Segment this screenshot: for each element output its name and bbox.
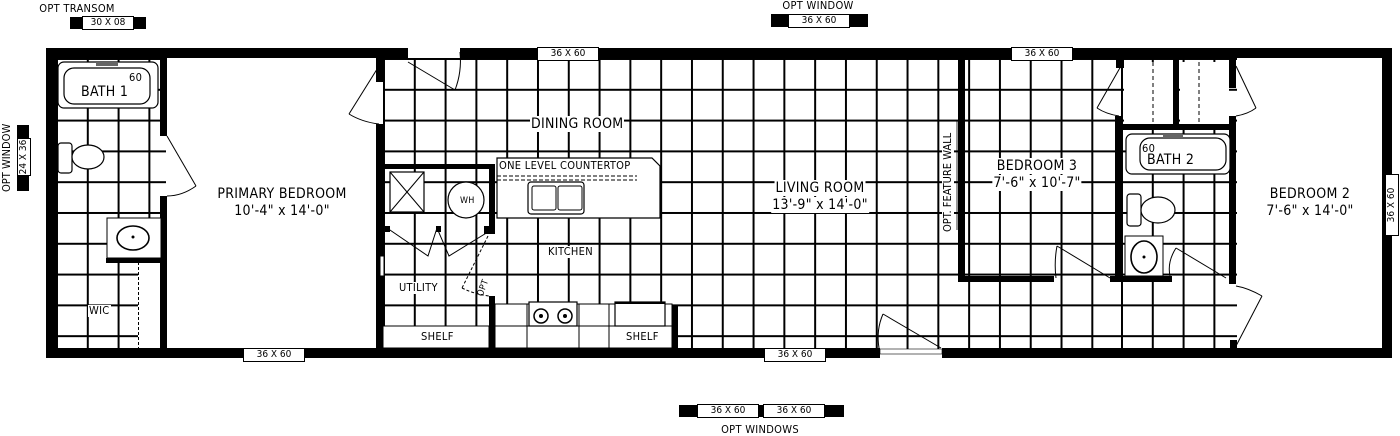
primary-bedroom-dims: 10'-4" x 14'-0" xyxy=(233,203,331,219)
shelf-utility-label: SHELF xyxy=(421,330,454,343)
opt-windows-bottom-title: OPT WINDOWS xyxy=(720,423,800,436)
exterior-wall-top-right xyxy=(460,48,1392,58)
utility-wall-right-low xyxy=(489,296,495,350)
hall-door-jamb-2 xyxy=(1230,340,1237,350)
utility-label: UTILITY xyxy=(398,281,439,294)
exterior-wall-top-left xyxy=(46,48,408,58)
closet-divider xyxy=(1173,58,1179,128)
window-bottom-primary: 36 X 60 xyxy=(243,348,305,362)
window-bottom-living: 36 X 60 xyxy=(764,348,826,362)
shelf-kitchen-label: SHELF xyxy=(626,330,659,343)
bath2-wall-bottom xyxy=(1110,276,1172,282)
opt-transom-title: OPT TRANSOM xyxy=(38,2,116,15)
wic-area xyxy=(138,262,161,350)
bedroom2-wall-left-top xyxy=(1229,58,1236,88)
bedroom3-wall-left xyxy=(958,58,965,280)
bath1-tub-size: 60 xyxy=(129,71,143,84)
bedroom2-label: BEDROOM 2 xyxy=(1268,186,1352,202)
water-heater-label: WH xyxy=(460,196,475,206)
bedroom2-dims: 7'-6" x 14'-0" xyxy=(1265,203,1355,219)
kitchen-shelf-wall xyxy=(672,306,678,350)
bedroom2-wall-left xyxy=(1229,116,1236,284)
window-top-dining: 36 X 60 xyxy=(537,47,599,61)
bath2-wall-left xyxy=(1115,116,1121,282)
primary-bedroom-label: PRIMARY BEDROOM xyxy=(216,186,348,202)
dining-room-label: DINING ROOM xyxy=(530,116,625,132)
exterior-wall-left xyxy=(46,48,56,358)
feature-wall-label: OPT. FEATURE WALL xyxy=(941,130,954,234)
bedroom3-wall-bottom xyxy=(958,276,1054,282)
bedroom3-dims: 7'-6" x 10'-7" xyxy=(992,175,1082,191)
bedroom3-label: BEDROOM 3 xyxy=(995,158,1079,174)
opt-transom-size: 30 X 08 xyxy=(82,16,134,30)
bath2-tub-size: 60 xyxy=(1142,142,1156,155)
opt-window-top-size: 36 X 60 xyxy=(788,14,850,28)
opt-windows-bottom-size-2: 36 X 60 xyxy=(763,404,825,418)
bath1-wall-right-lower xyxy=(160,196,167,350)
bath2-label: BATH 2 xyxy=(1147,152,1195,168)
opt-window-left-size: 24 X 36 xyxy=(17,138,31,176)
opt-window-top-title: OPT WINDOW xyxy=(781,0,855,12)
opt-window-left-title: OPT WINDOW xyxy=(0,123,13,192)
primary-wall-right xyxy=(376,124,383,350)
exterior-wall-bottom-right xyxy=(942,348,1392,358)
kitchen-label: KITCHEN xyxy=(547,245,594,258)
vanity-wall xyxy=(106,258,166,263)
primary-wall-right-top xyxy=(376,58,383,82)
utility-wall-right xyxy=(489,164,495,234)
window-top-bedroom3: 36 X 60 xyxy=(1011,47,1073,61)
opt-windows-bottom-size-1: 36 X 60 xyxy=(697,404,759,418)
hall-door-jamb-1 xyxy=(1116,58,1124,68)
wic-label: WIC xyxy=(88,304,111,317)
bath1-wall-right xyxy=(160,58,167,136)
living-room-dims: 13'-9" x 14'-0" xyxy=(771,197,869,213)
living-room-label: LIVING ROOM xyxy=(774,180,866,196)
countertop-label: ONE LEVEL COUNTERTOP xyxy=(499,159,631,172)
bath1-label: BATH 1 xyxy=(81,84,129,100)
utility-wall-top xyxy=(383,164,495,169)
window-right-bedroom2: 36 X 60 xyxy=(1385,174,1399,236)
exterior-wall-bottom-left xyxy=(46,348,880,358)
